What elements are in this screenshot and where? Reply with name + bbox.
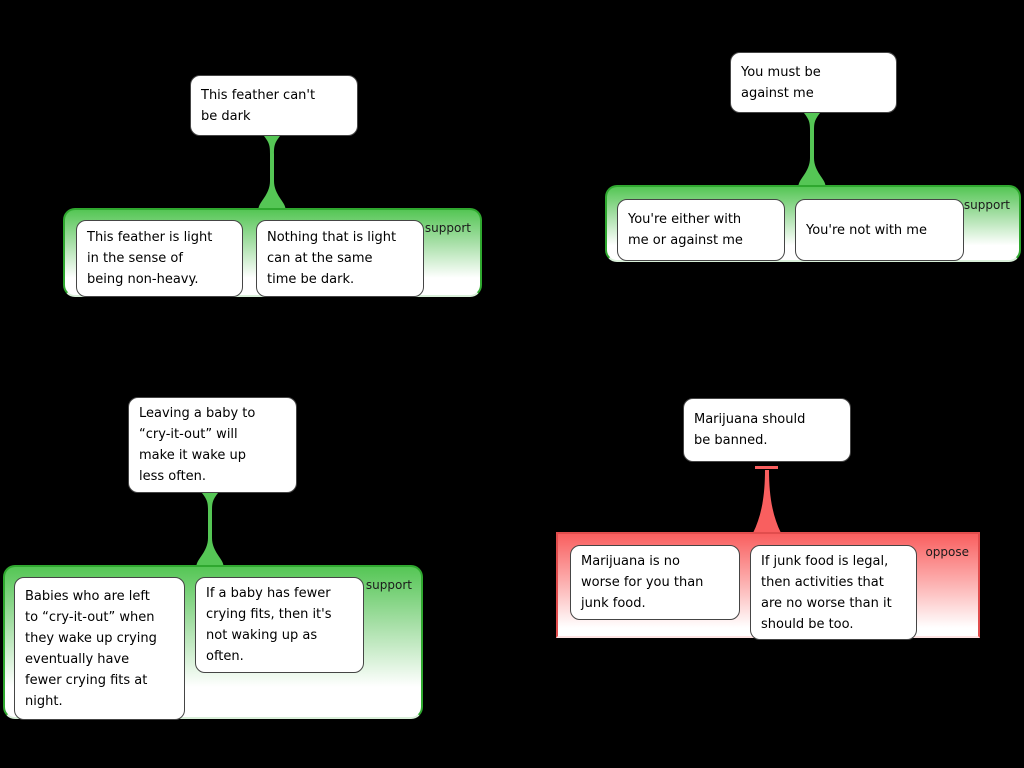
premise-text: You're either with me or against me bbox=[628, 212, 743, 248]
oppose-group[interactable]: oppose Marijuana is no worse for you tha… bbox=[556, 532, 980, 640]
support-connector bbox=[196, 493, 224, 566]
support-group[interactable]: support Babies who are left to “cry-it-o… bbox=[3, 565, 423, 720]
premise-text: Marijuana is no worse for you than junk … bbox=[581, 554, 704, 611]
group-label: support bbox=[365, 578, 412, 592]
group-label: support bbox=[424, 221, 471, 235]
premise-box[interactable]: This feather is light in the sense of be… bbox=[76, 220, 243, 297]
premise-box[interactable]: Nothing that is light can at the same ti… bbox=[256, 220, 424, 297]
group-label: support bbox=[963, 198, 1010, 212]
premise-box[interactable]: Marijuana is no worse for you than junk … bbox=[570, 545, 740, 620]
premise-text: Babies who are left to “cry-it-out” when… bbox=[25, 588, 157, 709]
claim-box-against-me[interactable]: You must be against me bbox=[730, 52, 897, 113]
premise-box[interactable]: Babies who are left to “cry-it-out” when… bbox=[14, 577, 185, 720]
premise-text: Nothing that is light can at the same ti… bbox=[267, 230, 397, 287]
premise-box[interactable]: You're not with me bbox=[795, 199, 964, 261]
claim-box-feather[interactable]: This feather can't be dark bbox=[190, 75, 358, 136]
claim-text: Leaving a baby to “cry-it-out” will make… bbox=[139, 406, 256, 484]
claim-text: Marijuana should be banned. bbox=[694, 412, 806, 448]
premise-box[interactable]: If junk food is legal, then activities t… bbox=[750, 545, 917, 640]
premise-text: This feather is light in the sense of be… bbox=[87, 230, 213, 287]
premise-box[interactable]: If a baby has fewer crying fits, then it… bbox=[195, 577, 364, 673]
premise-text: If junk food is legal, then activities t… bbox=[761, 553, 892, 632]
support-group[interactable]: support This feather is light in the sen… bbox=[63, 208, 482, 297]
oppose-connector bbox=[753, 470, 781, 533]
claim-text: This feather can't be dark bbox=[201, 87, 316, 124]
claim-box-baby[interactable]: Leaving a baby to “cry-it-out” will make… bbox=[128, 397, 297, 493]
premise-text: You're not with me bbox=[806, 222, 927, 238]
support-connector bbox=[798, 113, 826, 186]
support-connector bbox=[258, 136, 286, 209]
oppose-crossbar bbox=[755, 466, 778, 469]
premise-box[interactable]: You're either with me or against me bbox=[617, 199, 785, 261]
claim-box-marijuana[interactable]: Marijuana should be banned. bbox=[683, 398, 851, 462]
claim-text: You must be against me bbox=[741, 64, 821, 101]
group-label: oppose bbox=[925, 545, 969, 559]
premise-text: If a baby has fewer crying fits, then it… bbox=[206, 586, 332, 664]
support-group[interactable]: support You're either with me or against… bbox=[605, 185, 1021, 262]
